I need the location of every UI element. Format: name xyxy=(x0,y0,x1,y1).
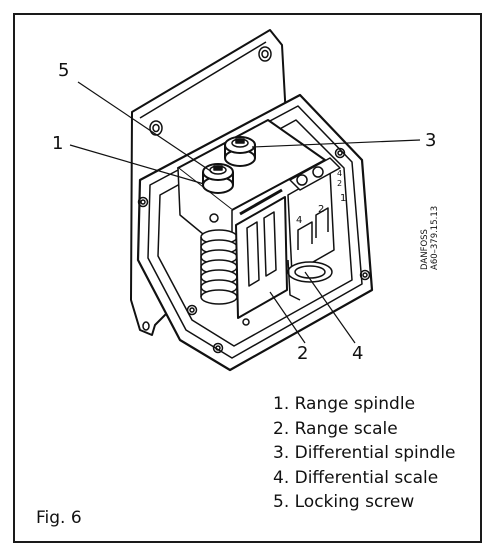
diff-dial-mark-2: 2 xyxy=(337,179,343,188)
parts-legend: 1. Range spindle 2. Range scale 3. Diffe… xyxy=(273,392,456,515)
diff-scale-mark-4: 4 xyxy=(296,215,303,226)
diff-scale-mark-2: 2 xyxy=(318,204,325,215)
differential-spindle xyxy=(224,136,256,167)
legend-item: 4. Differential scale xyxy=(273,467,439,488)
drawing-code: DANFOSS A60–379.15.13 xyxy=(420,206,440,270)
diff-scale-mark-1: 1 xyxy=(340,193,347,204)
legend-item: 2. Range scale xyxy=(273,418,398,439)
range-spindle xyxy=(202,163,234,194)
callout-5: 5 xyxy=(58,60,70,81)
legend-item: 5. Locking screw xyxy=(273,492,415,513)
legend-item: 1. Range spindle xyxy=(273,394,416,414)
callout-4: 4 xyxy=(352,343,364,364)
callout-3: 3 xyxy=(425,130,437,151)
drawing-code-number: A60–379.15.13 xyxy=(430,205,440,270)
diff-dial-mark-4: 4 xyxy=(337,169,343,178)
callout-1: 1 xyxy=(52,133,64,154)
callout-2: 2 xyxy=(297,343,309,364)
drawing-code-brand: DANFOSS xyxy=(420,229,430,270)
legend-item: 3. Differential spindle xyxy=(273,443,456,464)
range-spring xyxy=(200,229,238,305)
figure-label: Fig. 6 xyxy=(36,508,82,528)
